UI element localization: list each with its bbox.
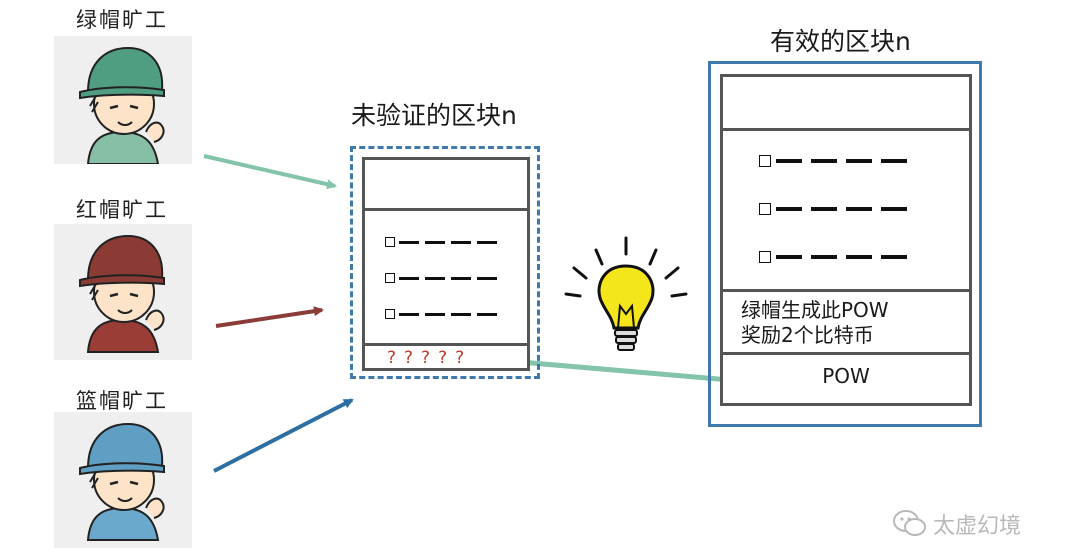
miner-card-green (54, 36, 192, 165)
checkbox-icon (759, 203, 771, 215)
miner-card-red (54, 224, 192, 360)
miner-card-blue (54, 412, 192, 548)
pow-field: POW (822, 364, 870, 388)
blue-hat-miner-icon (79, 422, 165, 541)
transaction-line (759, 251, 907, 263)
unverified-block-transactions (365, 211, 527, 346)
transaction-line (385, 309, 497, 319)
wechat-icon (893, 510, 926, 536)
checkbox-icon (385, 237, 395, 247)
reward-line-2: 奖励2个比特币 (741, 323, 874, 347)
checkbox-icon (385, 273, 395, 283)
valid-block-reward: 绿帽生成此POW 奖励2个比特币 (723, 292, 969, 355)
miner-label-red: 红帽旷工 (76, 198, 168, 222)
green-hat-miner-icon (79, 46, 165, 165)
miner-label-green: 绿帽旷工 (76, 8, 168, 32)
checkbox-icon (759, 251, 771, 263)
unverified-block-title: 未验证的区块n (351, 101, 517, 130)
unverified-block-header (365, 160, 527, 211)
arrow-green-to-block (203, 154, 337, 190)
nonce-unknown: ????? (387, 348, 473, 368)
valid-block-transactions (723, 131, 969, 292)
transaction-line (385, 273, 497, 283)
reward-line-1: 绿帽生成此POW (741, 298, 889, 322)
unverified-block: ????? (350, 146, 540, 379)
watermark-text: 太虚幻境 (933, 514, 1022, 539)
watermark: 太虚幻境 (893, 508, 1021, 540)
lightbulb-icon (564, 236, 688, 351)
valid-block-title: 有效的区块n (770, 27, 911, 56)
red-hat-miner-icon (79, 234, 165, 353)
transaction-line (759, 155, 907, 167)
valid-block-header (723, 77, 969, 131)
arrow-red-to-block (215, 306, 324, 328)
checkbox-icon (385, 309, 395, 319)
miner-label-blue: 篮帽旷工 (76, 389, 168, 413)
valid-block: 绿帽生成此POW 奖励2个比特币 POW (708, 61, 982, 427)
checkbox-icon (759, 155, 771, 167)
transaction-line (385, 237, 497, 247)
transaction-line (759, 203, 907, 215)
arrow-blue-to-block (213, 398, 354, 473)
